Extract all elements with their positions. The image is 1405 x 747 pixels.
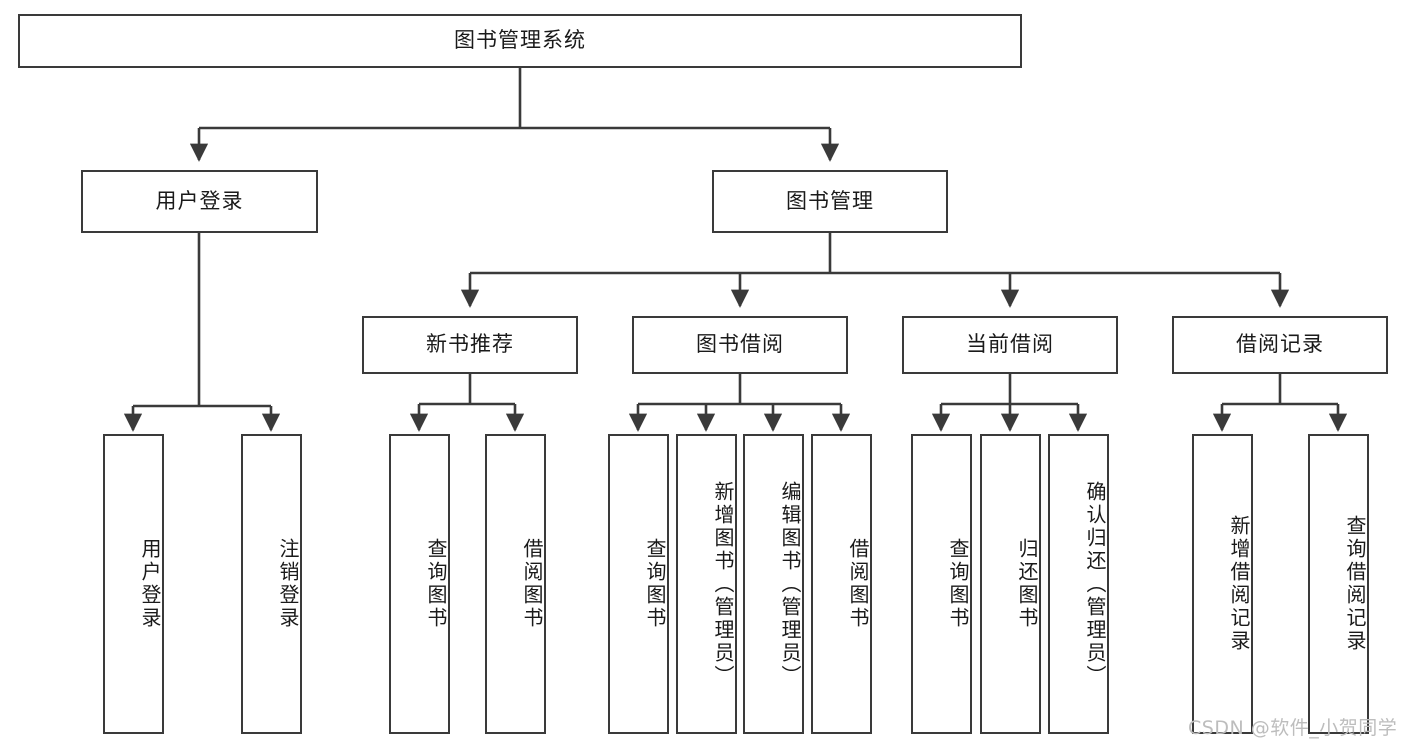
node-root-book-management-system[interactable]: 图书管理系统 bbox=[18, 14, 1022, 68]
node-user-login[interactable]: 用户登录 bbox=[81, 170, 318, 233]
leaf-borrow-record-add[interactable]: 新增借阅记录 bbox=[1192, 434, 1253, 734]
leaf-current-borrow-return[interactable]: 归还图书 bbox=[980, 434, 1041, 734]
leaf-book-borrow-edit[interactable]: 编辑图书（管理员） bbox=[743, 434, 804, 734]
node-label: 确认归还（管理员） bbox=[1083, 480, 1107, 688]
node-label: 新增借阅记录 bbox=[1227, 515, 1251, 653]
node-book-borrow[interactable]: 图书借阅 bbox=[632, 316, 848, 374]
node-label: 图书借阅 bbox=[696, 332, 784, 357]
node-label: 查询图书 bbox=[946, 538, 970, 630]
leaf-current-borrow-query[interactable]: 查询图书 bbox=[911, 434, 972, 734]
leaf-user-login-signin[interactable]: 用户登录 bbox=[103, 434, 164, 734]
node-label: 图书管理 bbox=[786, 188, 874, 213]
leaf-new-book-query[interactable]: 查询图书 bbox=[389, 434, 450, 734]
node-label: 用户登录 bbox=[155, 188, 244, 213]
node-label: 查询图书 bbox=[643, 538, 667, 630]
node-label: 借阅图书 bbox=[846, 538, 870, 630]
csdn-watermark: CSDN @软件_小贺同学 bbox=[1188, 717, 1398, 739]
node-current-borrow[interactable]: 当前借阅 bbox=[902, 316, 1118, 374]
node-label: 借阅记录 bbox=[1236, 332, 1324, 357]
node-label: 注销登录 bbox=[276, 538, 300, 630]
node-label: 用户登录 bbox=[138, 538, 162, 630]
node-label: 新增图书（管理员） bbox=[711, 480, 735, 688]
node-label: 查询图书 bbox=[424, 538, 448, 630]
leaf-borrow-record-query[interactable]: 查询借阅记录 bbox=[1308, 434, 1369, 734]
node-new-book-recommend[interactable]: 新书推荐 bbox=[362, 316, 578, 374]
leaf-current-borrow-confirm-return[interactable]: 确认归还（管理员） bbox=[1048, 434, 1109, 734]
node-label: 新书推荐 bbox=[426, 332, 514, 357]
leaf-user-login-signout[interactable]: 注销登录 bbox=[241, 434, 302, 734]
node-label: 当前借阅 bbox=[966, 332, 1054, 357]
leaf-book-borrow-query[interactable]: 查询图书 bbox=[608, 434, 669, 734]
leaf-book-borrow-borrow[interactable]: 借阅图书 bbox=[811, 434, 872, 734]
node-borrow-records[interactable]: 借阅记录 bbox=[1172, 316, 1388, 374]
node-label: 图书管理系统 bbox=[454, 28, 586, 53]
node-label: 归还图书 bbox=[1015, 538, 1039, 630]
node-label: 查询借阅记录 bbox=[1343, 515, 1367, 653]
node-label: 编辑图书（管理员） bbox=[778, 480, 802, 688]
leaf-new-book-borrow[interactable]: 借阅图书 bbox=[485, 434, 546, 734]
node-book-management[interactable]: 图书管理 bbox=[712, 170, 948, 233]
leaf-book-borrow-add[interactable]: 新增图书（管理员） bbox=[676, 434, 737, 734]
node-label: 借阅图书 bbox=[520, 538, 544, 630]
